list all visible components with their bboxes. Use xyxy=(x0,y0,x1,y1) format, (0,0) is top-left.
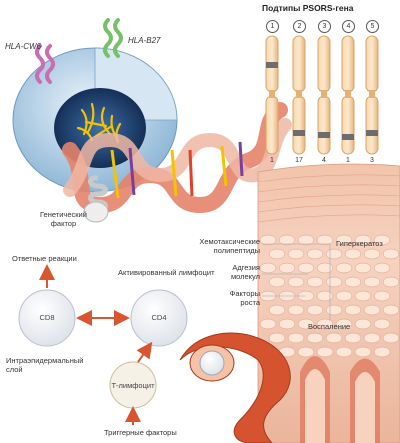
triggers-label: Триггерные факторы xyxy=(104,428,177,437)
inflammation-label: Воспаление xyxy=(308,322,351,331)
epidermis-cells xyxy=(259,234,400,358)
skin-section xyxy=(257,163,400,443)
genetic-factor-coil-icon xyxy=(83,175,109,223)
activated-lymphocyte-label: Активированный лимфоцит xyxy=(118,268,215,277)
psors-chromosome xyxy=(292,35,306,155)
psors-count: 4 xyxy=(322,157,326,164)
reaction-arrows xyxy=(39,264,153,425)
psors-number: 5 xyxy=(366,20,379,33)
cd8-cell xyxy=(18,289,76,347)
psors-count: 17 xyxy=(295,157,303,164)
psors-chromosome xyxy=(265,35,279,155)
response-label: Ответные реакции xyxy=(12,254,77,263)
psors-count: 3 xyxy=(370,157,374,164)
hla-cw6-receptor-icon xyxy=(35,44,55,84)
psors-chromosome xyxy=(365,35,379,155)
psors-title: Подтипы PSORS-гена xyxy=(262,3,354,13)
hla-b27-receptor-icon xyxy=(103,18,123,58)
hla-cw6-label: HLA-CW6 xyxy=(5,42,42,51)
psors-number: 4 xyxy=(342,20,355,33)
hla-b27-label: HLA-B27 xyxy=(128,36,161,45)
cd4-label: CD4 xyxy=(151,313,167,322)
cd4-cell xyxy=(130,289,188,347)
psors-chromosomes xyxy=(265,35,379,155)
psors-chromosome xyxy=(317,35,331,155)
psors-count: 1 xyxy=(346,157,350,164)
hyperkeratosis-label: Гиперкератоз xyxy=(336,239,383,248)
psors-number: 1 xyxy=(266,20,279,33)
psors-chromosome xyxy=(341,35,355,155)
psors-number: 3 xyxy=(318,20,331,33)
t-lymphocyte-label: Т-лимфоцит xyxy=(111,381,155,390)
psors-number: 2 xyxy=(293,20,306,33)
cd8-label: CD8 xyxy=(39,313,55,322)
blood-vessel xyxy=(179,332,291,443)
psors-count: 1 xyxy=(270,157,274,164)
